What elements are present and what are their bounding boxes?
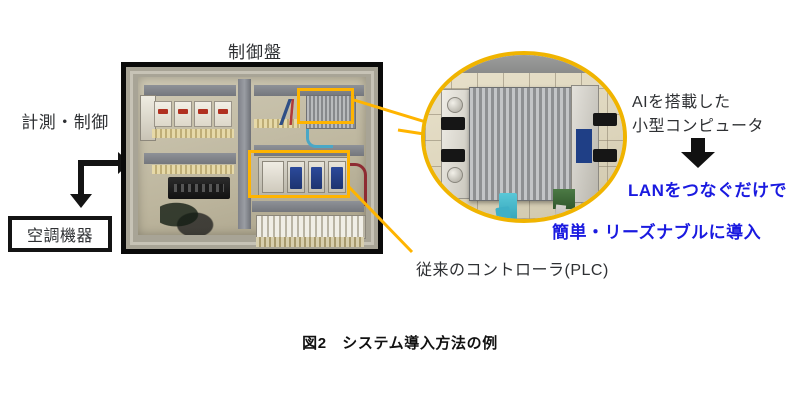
wire-duct-vertical	[238, 79, 251, 229]
control-panel-photo-frame	[121, 62, 383, 254]
terminal-block	[256, 215, 366, 239]
breaker	[154, 101, 172, 127]
down-arrow-icon	[681, 138, 715, 168]
ai-computer-label-plate	[576, 129, 592, 163]
din-clip	[441, 149, 465, 162]
flow-arrow-down-icon	[70, 194, 92, 208]
lan-benefit-text: LANをつなぐだけで	[628, 181, 787, 200]
plc-annotation-label: 従来のコントローラ(PLC)	[416, 262, 609, 279]
breaker-bank	[154, 101, 232, 127]
plc-io-module	[328, 161, 347, 193]
ai-computer-annotation-line1: AIを搭載した	[632, 94, 731, 111]
din-clip	[441, 117, 465, 130]
plc-controller-device	[258, 157, 350, 197]
plc-cpu-module	[262, 161, 284, 193]
figure-caption: 図2 システム導入方法の例	[302, 335, 498, 352]
zoom-ellipse-photo	[421, 51, 627, 223]
flow-vertical-line	[78, 160, 84, 196]
flow-horizontal-line	[78, 160, 120, 166]
din-clip	[593, 113, 617, 126]
plc-highlight-box	[248, 150, 350, 198]
terminal-strip	[152, 165, 234, 174]
breaker	[214, 101, 232, 127]
cabinet-bevel	[130, 71, 374, 245]
control-panel-photo	[126, 67, 378, 249]
wire-duct	[144, 85, 236, 96]
ai-computer-annotation-line2: 小型コンピュータ	[632, 118, 765, 135]
wire-bundle	[160, 201, 214, 235]
terminal-block	[256, 237, 364, 247]
screw-icon	[447, 167, 463, 183]
breaker	[194, 101, 212, 127]
green-connector	[553, 189, 575, 209]
ai-computer-heatsink	[469, 87, 575, 201]
ai-computer-closeup-photo	[425, 55, 623, 219]
wire-duct	[144, 153, 236, 164]
plc-io-module	[287, 161, 305, 193]
wire-duct	[252, 201, 364, 212]
screw-icon	[447, 97, 463, 113]
ai-computer-highlight-box	[297, 88, 354, 124]
breaker	[174, 101, 192, 127]
din-clip	[593, 149, 617, 162]
easy-install-text: 簡単・リーズナブルに導入	[552, 223, 762, 242]
measure-control-label: 計測・制御	[21, 113, 109, 132]
hvac-equipment-box: 空調機器	[8, 216, 112, 252]
relay-block	[168, 177, 230, 199]
hvac-equipment-label: 空調機器	[26, 228, 93, 245]
plc-io-module	[307, 161, 326, 193]
terminal-strip	[152, 129, 234, 138]
control-panel-title: 制御盤	[228, 43, 282, 62]
red-wire	[342, 163, 367, 206]
wall-rail	[425, 55, 623, 73]
lan-cable	[306, 129, 333, 148]
